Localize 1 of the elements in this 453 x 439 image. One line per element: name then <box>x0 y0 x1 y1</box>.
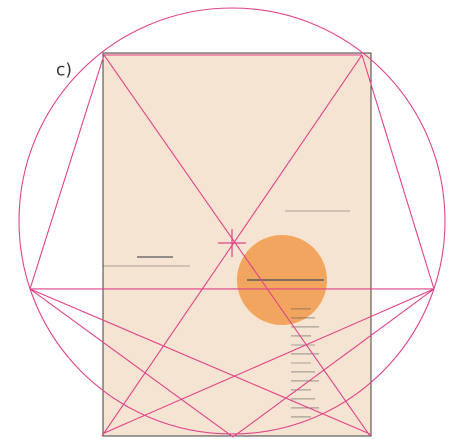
panel-label: c) <box>56 62 71 78</box>
